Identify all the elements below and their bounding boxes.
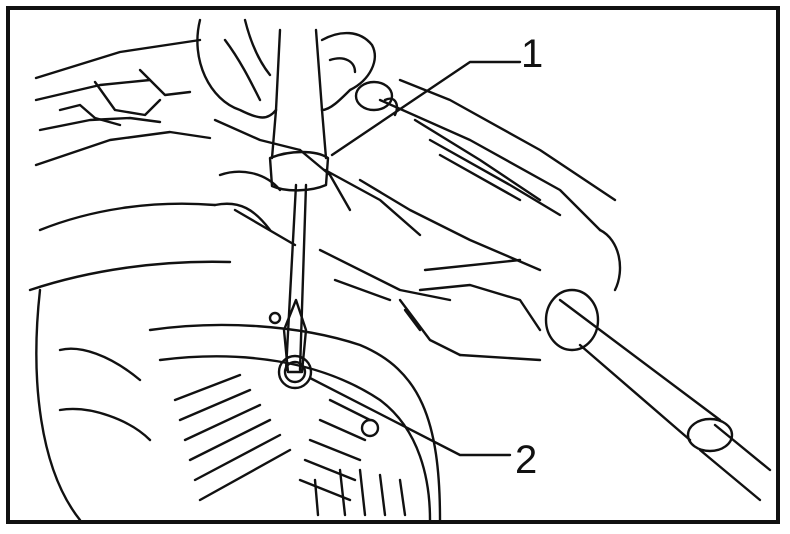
power-cord: [544, 288, 772, 502]
callout-leaders: [308, 60, 522, 457]
screwdriver: [268, 28, 330, 374]
figure-frame: [6, 6, 780, 524]
tool-housing: [28, 38, 622, 362]
motor-housing: [35, 288, 442, 522]
callout-label-2: 2: [515, 438, 538, 482]
callout-label-1: 1: [521, 32, 544, 76]
hand: [196, 18, 376, 119]
